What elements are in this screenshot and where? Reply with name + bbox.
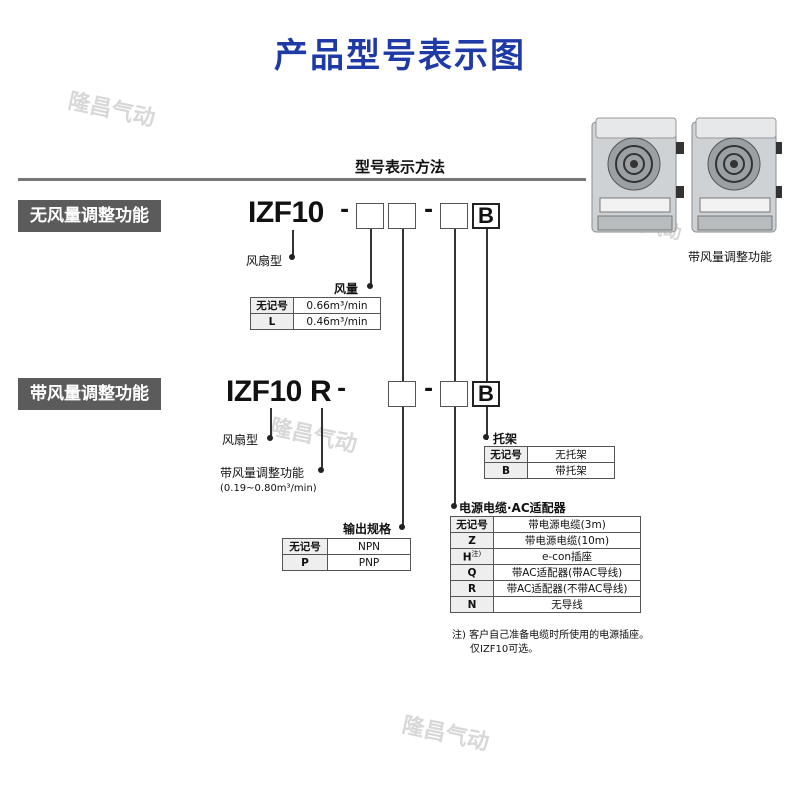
model-izf10-r-suffix: R (310, 375, 332, 408)
label-output: 输出规格 (343, 522, 392, 536)
connector-line (402, 229, 404, 381)
table-cell-code: 无记号 (282, 538, 328, 555)
table-cell-desc: PNP (327, 554, 411, 571)
table-row: H注) e-con插座 (450, 548, 641, 565)
footnote-line-1: 注) 客户自己准备电缆时所使用的电源插座。 (452, 630, 650, 641)
leader-dot (483, 434, 489, 440)
slot-airflow (356, 203, 384, 229)
bracket-table: 无记号 无托架 B 带托架 (484, 446, 615, 479)
slot-bracket: B (472, 203, 500, 229)
leader-line (402, 407, 404, 527)
table-cell-code: 无记号 (250, 297, 294, 314)
dash: - (337, 377, 347, 402)
table-cell-desc: 带电源电缆(10m) (493, 532, 641, 549)
leader-dot (318, 467, 324, 473)
table-row: 无记号 无托架 (484, 446, 615, 463)
dash: - (340, 198, 350, 223)
leader-line (292, 230, 294, 256)
table-row: N 无导线 (450, 596, 641, 613)
watermark: 隆昌气动 (267, 415, 360, 458)
leader-dot (267, 435, 273, 441)
table-cell-desc: e-con插座 (493, 548, 641, 565)
header-rule (18, 178, 586, 181)
connector-line (454, 229, 456, 381)
table-row: 无记号 NPN (282, 538, 411, 555)
table-cell-code: P (282, 554, 328, 571)
label-bracket: 托架 (493, 432, 518, 446)
table-cell-desc: 带电源电缆(3m) (493, 516, 641, 533)
table-cell-desc: 带托架 (527, 462, 615, 479)
slot-power (440, 381, 468, 407)
section-no-adjust: 无风量调整功能 (18, 200, 161, 232)
product-caption: 带风量调整功能 (688, 250, 773, 264)
table-cell-code: N (450, 596, 494, 613)
power-table: 无记号 带电源电缆(3m) Z 带电源电缆(10m) H注) e-con插座 Q… (450, 516, 641, 613)
table-row: Q 带AC适配器(带AC导线) (450, 564, 641, 581)
footnote-line-2: 仅IZF10可选。 (470, 644, 539, 655)
table-cell-code: 无记号 (484, 446, 528, 463)
table-cell-code: L (250, 313, 294, 330)
table-row: P PNP (282, 554, 411, 571)
table-row: B 带托架 (484, 462, 615, 479)
leader-line (270, 408, 272, 438)
label-fan-type: 风扇型 (246, 254, 283, 268)
table-cell-code: Z (450, 532, 494, 549)
watermark: 隆昌气动 (399, 713, 492, 756)
table-row: R 带AC适配器(不带AC导线) (450, 580, 641, 597)
table-cell-desc: NPN (327, 538, 411, 555)
table-cell-desc: 0.46m³/min (293, 313, 381, 330)
product-photo (588, 112, 784, 242)
table-row: L 0.46m³/min (250, 313, 381, 330)
slot-power (440, 203, 468, 229)
leader-dot (451, 503, 457, 509)
leader-line (321, 408, 323, 470)
leader-line (454, 407, 456, 507)
label-airflow-range: (0.19~0.80m³/min) (220, 483, 317, 494)
table-cell-desc: 0.66m³/min (293, 297, 381, 314)
leader-line (486, 407, 488, 440)
table-row: Z 带电源电缆(10m) (450, 532, 641, 549)
slot-output (388, 203, 416, 229)
leader-line (370, 229, 372, 287)
table-cell-desc: 带AC适配器(不带AC导线) (493, 580, 641, 597)
leader-dot (399, 524, 405, 530)
output-table: 无记号 NPN P PNP (282, 538, 411, 571)
label-airflow-adjust: 带风量调整功能 (220, 466, 305, 480)
label-fan-type: 风扇型 (222, 433, 259, 447)
table-cell-code: 无记号 (450, 516, 494, 533)
airflow-table: 无记号 0.66m³/min L 0.46m³/min (250, 297, 381, 330)
slot-bracket: B (472, 381, 500, 407)
connector-line (486, 229, 488, 381)
table-cell-desc: 无托架 (527, 446, 615, 463)
table-cell-code: Q (450, 564, 494, 581)
leader-dot (367, 283, 373, 289)
page-title: 产品型号表示图 (274, 36, 526, 76)
table-row: 无记号 0.66m³/min (250, 297, 381, 314)
leader-dot (289, 254, 295, 260)
table-cell-desc: 带AC适配器(带AC导线) (493, 564, 641, 581)
table-cell-desc: 无导线 (493, 596, 641, 613)
table-cell-code: R (450, 580, 494, 597)
section-with-adjust: 带风量调整功能 (18, 378, 161, 410)
dash: - (424, 198, 434, 223)
model-izf10-base: IZF10 (226, 375, 302, 408)
table-row: 无记号 带电源电缆(3m) (450, 516, 641, 533)
method-label: 型号表示方法 (355, 158, 446, 176)
label-airflow: 风量 (334, 282, 359, 296)
slot-output (388, 381, 416, 407)
note-mark: 注) (471, 550, 482, 559)
label-power: 电源电缆·AC适配器 (459, 501, 566, 515)
dash: - (424, 377, 434, 402)
code-text: H (462, 551, 472, 564)
table-cell-code: H注) (450, 548, 494, 565)
watermark: 隆昌气动 (65, 89, 158, 132)
table-cell-code: B (484, 462, 528, 479)
model-izf10: IZF10 (248, 196, 324, 229)
